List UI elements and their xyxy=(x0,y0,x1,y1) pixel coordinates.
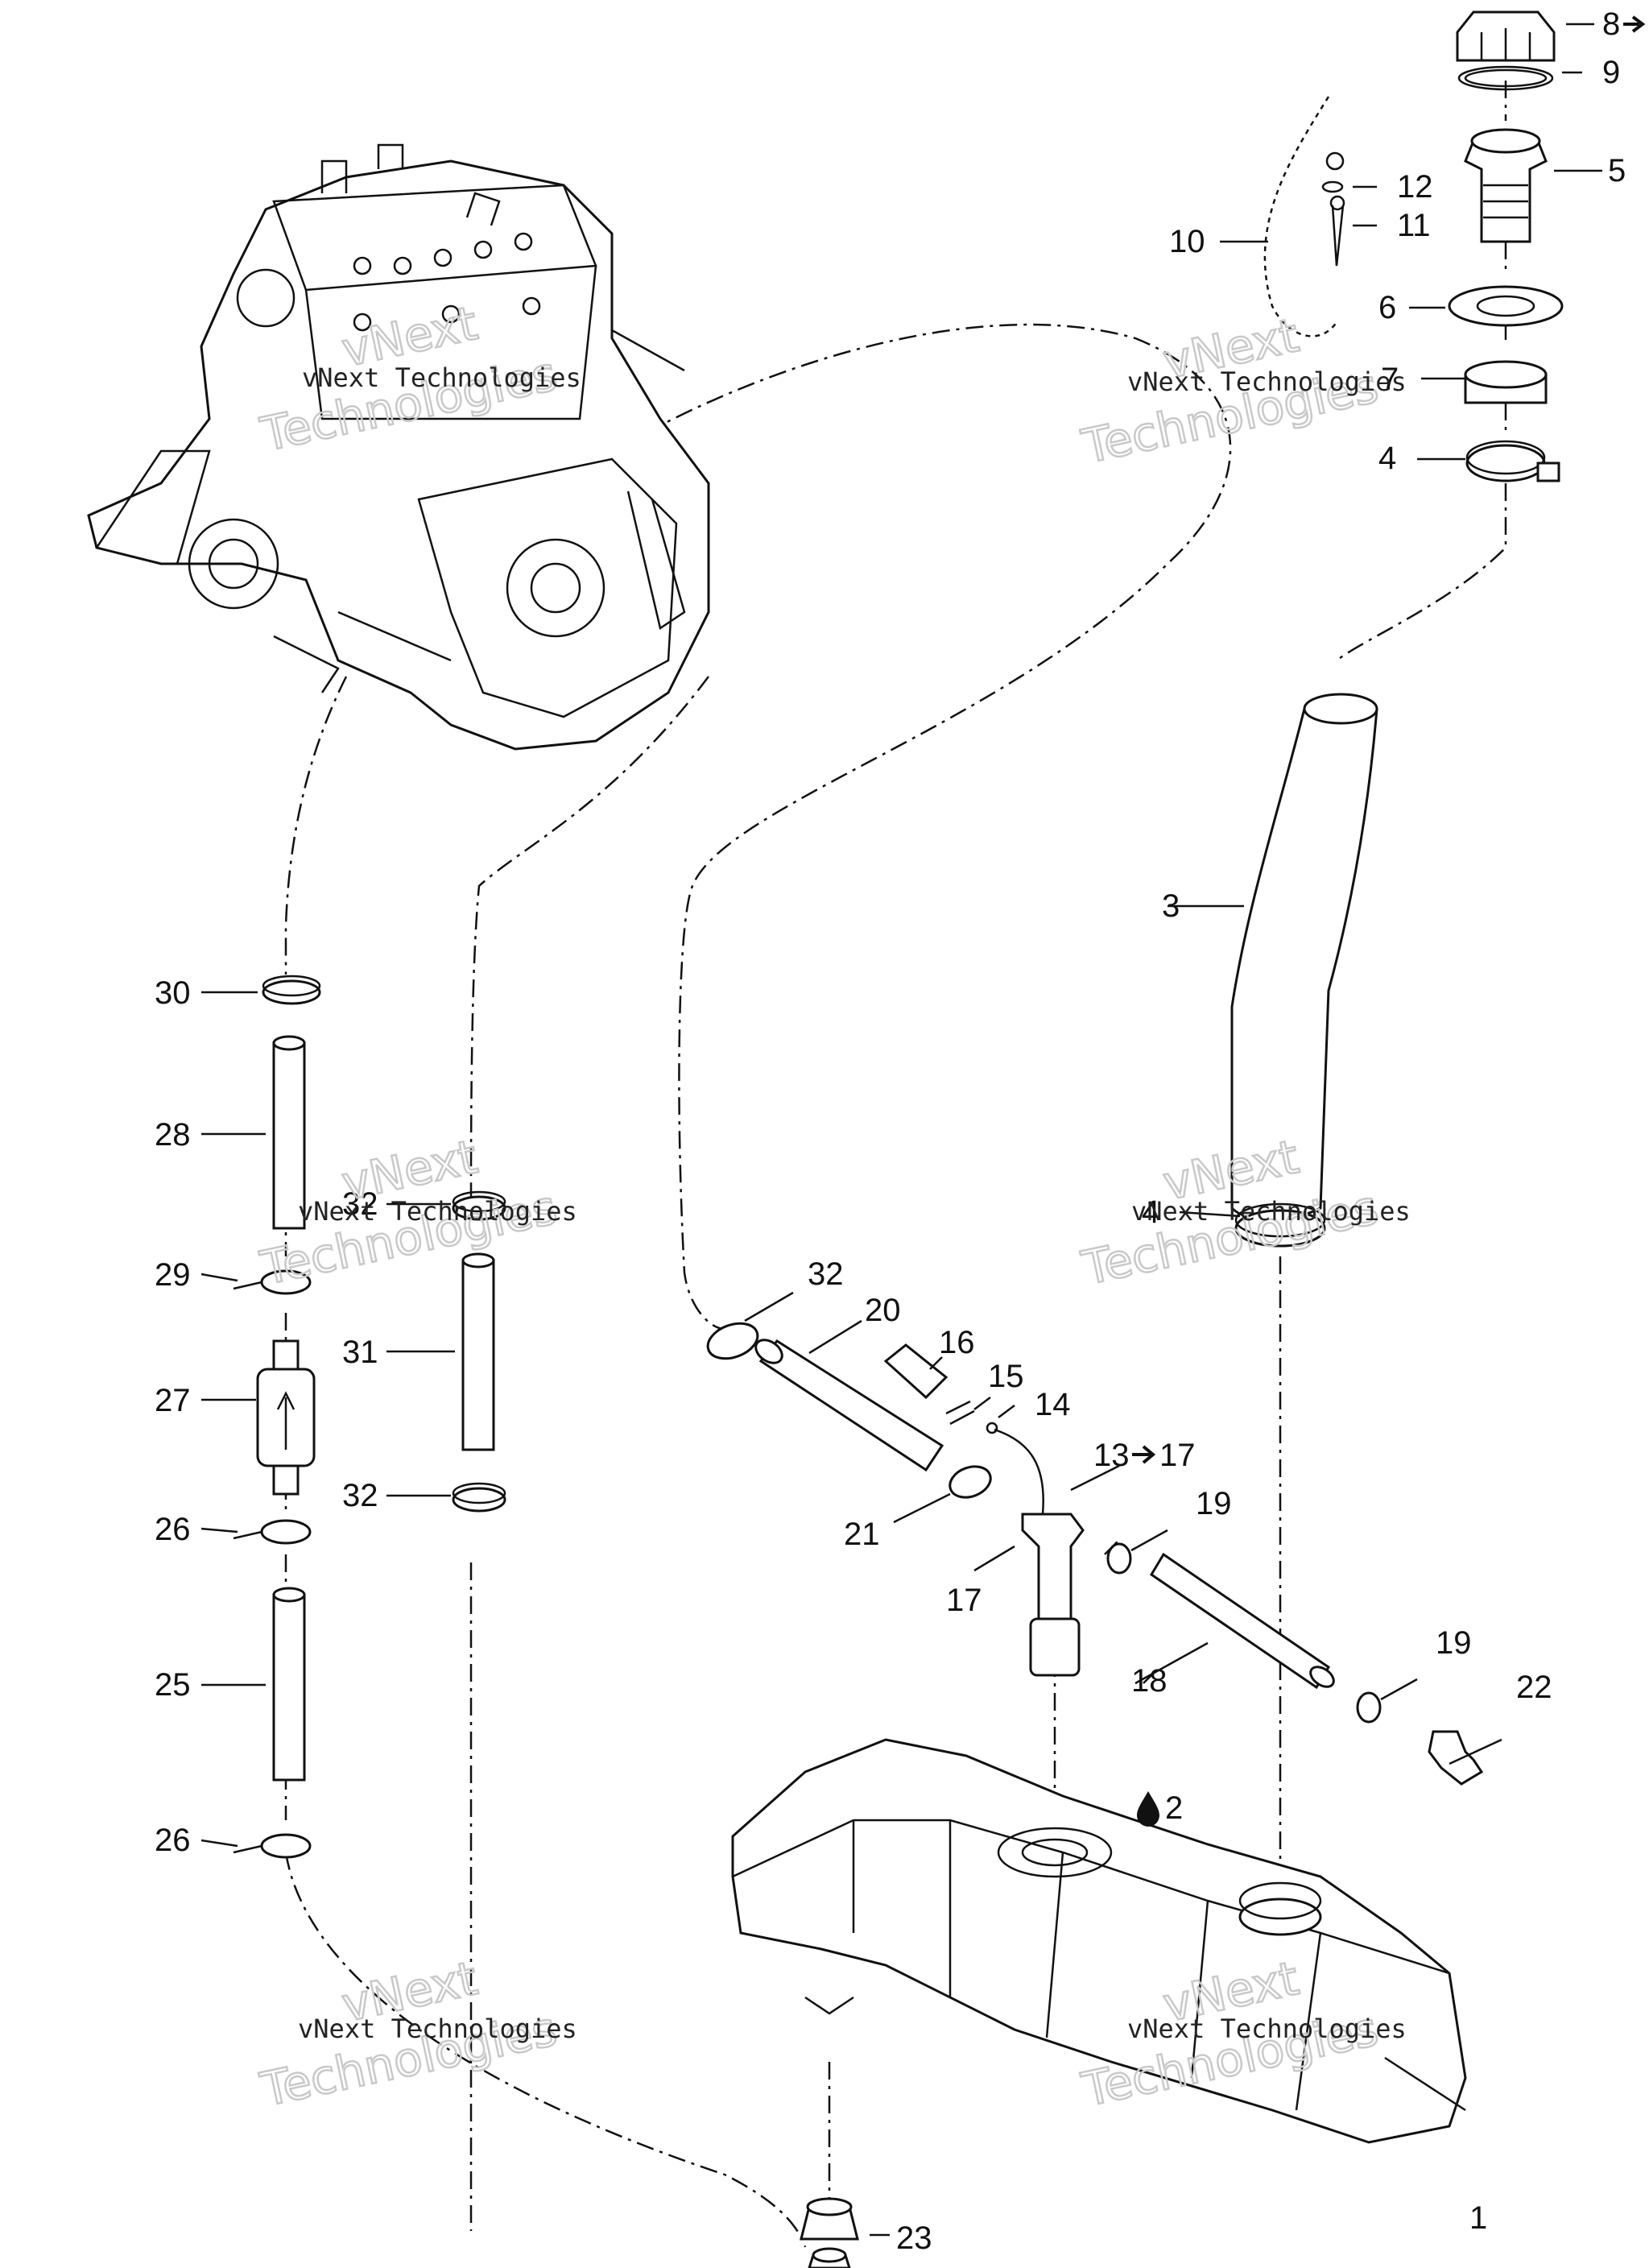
callout-15: 15 xyxy=(988,1359,1024,1394)
callout-7: 7 xyxy=(1381,362,1399,397)
callout-14: 14 xyxy=(1035,1387,1071,1422)
callout-26-top: 26 xyxy=(155,1512,191,1547)
callout-32-top: 32 xyxy=(342,1186,378,1222)
callout-8: 8 xyxy=(1602,6,1646,42)
right-arrow-icon xyxy=(1623,15,1646,33)
callout-21: 21 xyxy=(844,1517,880,1552)
right-arrow-icon xyxy=(1132,1445,1156,1464)
callout-31: 31 xyxy=(342,1335,378,1370)
svg-text:17: 17 xyxy=(1159,1438,1196,1473)
svg-text:vNext Technologies: vNext Technologies xyxy=(1127,2013,1407,2044)
callout-17: 17 xyxy=(946,1583,982,1618)
callout-13-to-17: 13 17 xyxy=(1093,1438,1196,1473)
fuel-pickup-parts xyxy=(706,1322,1484,2268)
engine-assembly xyxy=(87,143,710,751)
callout-28: 28 xyxy=(155,1117,191,1153)
callout-22: 22 xyxy=(1516,1670,1552,1705)
callout-25: 25 xyxy=(155,1667,191,1703)
oil-drop-icon xyxy=(1137,1791,1159,1827)
svg-text:8: 8 xyxy=(1602,6,1620,42)
watermark-2: vNext Technologies vNext Technologies xyxy=(1077,307,1407,475)
svg-text:vNext Technologies: vNext Technologies xyxy=(1131,1196,1411,1227)
svg-text:vNext Technologies: vNext Technologies xyxy=(298,2013,577,2044)
svg-text:vNext Technologies: vNext Technologies xyxy=(298,1196,577,1227)
svg-text:vNext Technologies: vNext Technologies xyxy=(302,362,581,393)
callout-4-top: 4 xyxy=(1378,441,1396,476)
callout-4-bottom: 4 xyxy=(1142,1194,1159,1230)
callout-30: 30 xyxy=(155,975,191,1011)
callout-26-bottom: 26 xyxy=(155,1823,191,1858)
watermark-5: vNext Technologies vNext Technologies xyxy=(255,1950,577,2118)
callout-9: 9 xyxy=(1602,55,1620,90)
callout-labels: 1 2 3 4 4 5 6 7 8 9 10 11 12 13 17 14 15… xyxy=(155,6,1646,2256)
callout-19-right: 19 xyxy=(1436,1625,1472,1661)
watermark-4: vNext Technologies vNext Technologies xyxy=(1077,1128,1411,1297)
middle-hose-chain xyxy=(452,1190,506,1513)
callout-23: 23 xyxy=(896,2220,932,2256)
left-hose-chain xyxy=(233,975,321,1859)
callout-12: 12 xyxy=(1397,169,1433,205)
callout-20: 20 xyxy=(865,1293,901,1328)
callout-2: 2 xyxy=(1165,1790,1183,1826)
callout-32-bottom: 32 xyxy=(342,1478,378,1513)
callout-16: 16 xyxy=(939,1325,975,1360)
callout-5: 5 xyxy=(1608,153,1626,188)
lower-clamp xyxy=(1234,1209,1326,1248)
svg-text:vNext Technologies: vNext Technologies xyxy=(1127,366,1407,397)
callout-27: 27 xyxy=(155,1383,191,1418)
callout-32-center: 32 xyxy=(808,1256,844,1292)
fuel-tank xyxy=(731,1738,1467,2144)
svg-text:13: 13 xyxy=(1093,1438,1130,1473)
callout-3: 3 xyxy=(1162,888,1180,924)
filler-assembly xyxy=(1263,10,1564,482)
callout-18: 18 xyxy=(1131,1663,1168,1699)
leader-lines xyxy=(200,23,1602,2237)
callout-19-left: 19 xyxy=(1196,1486,1232,1521)
callout-10: 10 xyxy=(1169,224,1205,259)
callout-11: 11 xyxy=(1397,208,1431,243)
callout-29: 29 xyxy=(155,1257,191,1293)
filler-hose-end xyxy=(1303,693,1378,725)
callout-1: 1 xyxy=(1469,2200,1487,2236)
callout-6: 6 xyxy=(1378,290,1396,325)
